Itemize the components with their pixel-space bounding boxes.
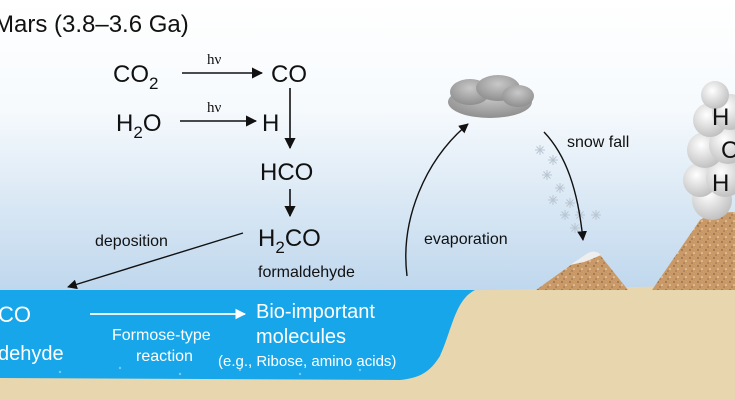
- photon-label-2: hν: [207, 100, 222, 116]
- snow-fall-arrow: [543, 131, 587, 241]
- volcano-gas-label-3: H: [712, 170, 729, 197]
- species-co2: CO2: [113, 61, 158, 93]
- species-h2co: H2CO: [258, 225, 321, 257]
- diagram-title: Mars (3.8–3.6 Ga): [0, 11, 189, 38]
- species-h: H: [262, 110, 279, 137]
- product-line-1: Bio-important: [256, 301, 375, 323]
- deposition-arrow: [67, 232, 244, 290]
- species-h2o: H2O: [116, 110, 161, 142]
- cloud-icon: [448, 75, 534, 118]
- deposition-label: deposition: [95, 233, 168, 250]
- volcano-gas-label-2: C: [721, 137, 735, 164]
- formose-label-line-2: reaction: [136, 348, 193, 365]
- formaldehyde-label: formaldehyde: [258, 264, 355, 281]
- ocean-left-line-1: CO: [0, 302, 31, 327]
- ocean-left-line-2: dehyde: [0, 343, 64, 365]
- snow-cap: [570, 251, 601, 265]
- species-hco: HCO: [260, 159, 313, 186]
- evaporation-arrow: [405, 123, 469, 277]
- product-line-3: (e.g., Ribose, amino acids): [218, 353, 396, 370]
- product-line-2: molecules: [256, 326, 346, 348]
- volcano-gas-label-1: H: [712, 104, 729, 131]
- photon-label-1: hν: [207, 52, 222, 68]
- evaporation-label: evaporation: [424, 231, 508, 248]
- species-co: CO: [271, 61, 307, 88]
- ocean: [0, 290, 475, 380]
- ocean-texture: [58, 366, 362, 376]
- snow-fall-label: snow fall: [567, 134, 629, 151]
- sky: [0, 0, 735, 310]
- snowy-mountain: [536, 254, 628, 290]
- formose-label-line-1: Formose-type: [112, 327, 211, 344]
- volcano: [652, 212, 735, 290]
- volcano-gas-plume: [683, 81, 735, 220]
